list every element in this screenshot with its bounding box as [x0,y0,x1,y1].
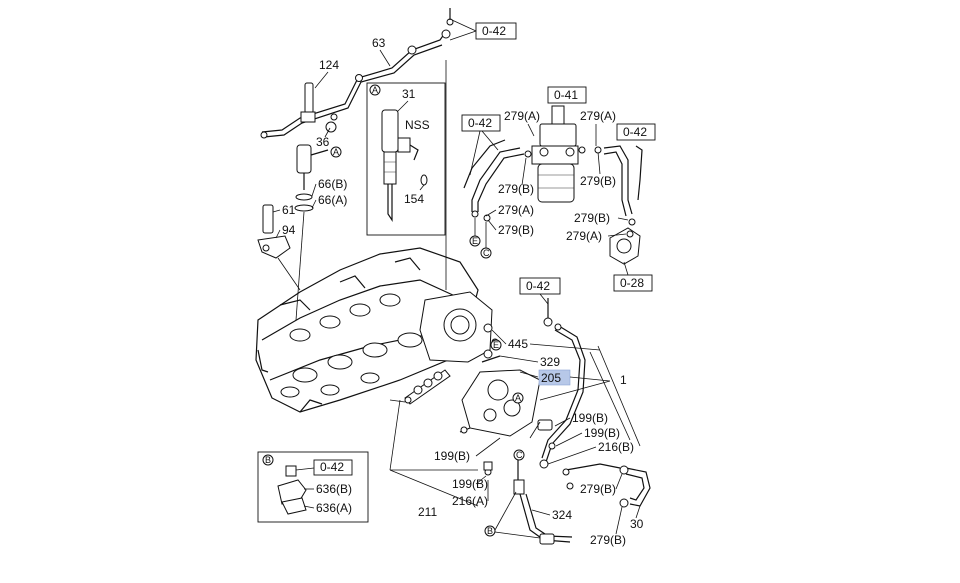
callout-61: 61 [282,203,296,217]
callout-30: 30 [630,517,644,531]
callout-36: 36 [316,135,330,149]
callout-216b: 216(B) [598,440,634,454]
callout-279b-3: 279(B) [580,174,616,188]
svg-text:C: C [516,450,523,460]
label-0-41: 0-41 [554,88,578,102]
callout-94: 94 [282,223,296,237]
callout-279b-5: 279(B) [580,482,616,496]
callout-445: 445 [508,337,528,351]
leak-off-pipe-324 [513,460,573,545]
callout-31: 31 [402,87,416,101]
callout-279a-2: 279(A) [498,203,534,217]
injection-pipe-63 [260,8,454,139]
marker-a-circle-2: A [369,84,381,96]
callout-66a: 66(A) [318,193,347,207]
callout-329: 329 [540,355,560,369]
callout-124: 124 [319,58,339,72]
supply-pump [419,291,501,363]
fuel-hose-right [603,145,633,215]
callout-279b-1: 279(B) [498,182,534,196]
injector-detail [381,109,428,222]
callout-199b-2: 199(B) [584,426,620,440]
return-hose-30 [625,467,651,507]
marker-c-circle-2: C [513,449,525,461]
svg-text:B: B [487,526,493,536]
label-box-0-28 [613,274,653,292]
injector-assembly-left [294,82,338,212]
callout-279b-6: 279(B) [590,533,626,547]
callout-324: 324 [552,508,572,522]
svg-text:C: C [483,248,490,258]
label-0-28: 0-28 [620,276,644,290]
callout-199b-1: 199(B) [572,411,608,425]
callout-279a-4: 279(A) [566,229,602,243]
label-0-42-top: 0-42 [482,24,506,38]
engine-cylinder-head [255,247,479,413]
callout-63: 63 [372,36,386,50]
callout-636a: 636(A) [316,501,352,515]
svg-text:A: A [333,147,339,157]
marker-e-circle-1: E [469,235,481,247]
callout-279b-4: 279(B) [574,211,610,225]
callout-279a-1: 279(A) [504,109,540,123]
callout-66b: 66(B) [318,177,347,191]
label-0-42-left: 0-42 [468,116,492,130]
marker-e-circle-2: E [490,339,502,351]
marker-a-circle-3: A [512,392,524,404]
clamp-94 [257,204,291,259]
label-box-0-42-right [616,123,656,141]
priming-pump [609,218,641,265]
callout-205[interactable]: 205 [541,371,561,385]
fuel-rail-pump [459,369,541,437]
clip-detail [277,465,307,515]
svg-text:A: A [372,85,378,95]
callout-199b-4: 199(B) [452,477,488,491]
marker-c-circle-1: C [480,247,492,259]
svg-text:E: E [493,340,499,350]
callout-nss: NSS [405,118,430,132]
fuel-hose-left [471,147,521,212]
common-rail [404,369,451,405]
marker-b-circle-1: B [484,525,496,537]
detail-box-a [366,82,446,236]
callout-216a: 216(A) [452,494,488,508]
callout-154: 154 [404,192,424,206]
label-box-0-41 [547,86,587,104]
svg-text:E: E [472,236,478,246]
svg-text:B: B [265,455,271,465]
label-0-42-mid: 0-42 [526,279,550,293]
marker-b-circle-2: B [262,454,274,466]
marker-a-circle-1: A [330,146,342,158]
svg-text:A: A [515,393,521,403]
label-0-42-right: 0-42 [623,125,647,139]
fuel-filter [524,105,586,203]
callout-211: 211 [418,505,437,519]
callout-279b-2: 279(B) [498,223,534,237]
callout-205-highlight [538,369,571,386]
label-box-0-42-inset [313,459,353,476]
callout-279a-3: 279(A) [580,109,616,123]
label-0-42-inset: 0-42 [320,460,344,474]
label-box-0-42-left [461,114,501,132]
callout-636b: 636(B) [316,482,352,496]
callout-1: 1 [620,373,627,387]
callout-199b-3: 199(B) [434,449,470,463]
